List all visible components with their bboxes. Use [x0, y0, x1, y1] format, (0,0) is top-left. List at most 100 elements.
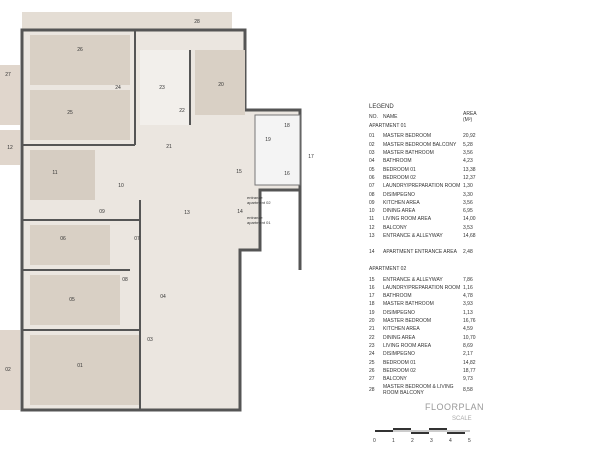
row-no: 28: [369, 387, 375, 394]
room-label-05: 05: [69, 297, 75, 303]
row-no: 17: [369, 293, 375, 300]
row-name: KITCHEN AREA: [383, 199, 420, 206]
scale-tick: 1: [392, 438, 395, 444]
row-area: 3,53: [463, 224, 473, 231]
row-no: 25: [369, 359, 375, 366]
balcony-27: [0, 65, 20, 125]
row-name: LIVING ROOM AREA: [383, 342, 432, 349]
row-name: APARTMENT ENTRANCE AREA: [383, 249, 457, 256]
row-no: 14: [369, 249, 375, 256]
legend-row: 14 APARTMENT ENTRANCE AREA 2,48: [369, 248, 481, 256]
room-label-09: 09: [99, 209, 105, 215]
row-name: DINING AREA: [383, 208, 416, 215]
entrance-02-label: entrance apartment 02: [247, 195, 271, 205]
row-no: 02: [369, 141, 375, 148]
row-area: 14,00: [463, 216, 476, 223]
row-area: 5,28: [463, 141, 473, 148]
row-area: 3,93: [463, 301, 473, 308]
row-name: LAUNDRY/PREPARATION ROOM: [383, 284, 461, 291]
row-no: 15: [369, 276, 375, 283]
row-area: 16,76: [463, 318, 476, 325]
row-area: 18,77: [463, 367, 476, 374]
room-label-20: 20: [218, 82, 224, 88]
balcony-12: [0, 130, 20, 165]
row-no: 18: [369, 301, 375, 308]
row-no: 19: [369, 309, 375, 316]
room-17-18: [254, 114, 301, 186]
row-no: 10: [369, 208, 375, 215]
row-name: ENTRANCE & ALLEYWAY: [383, 233, 443, 239]
row-name: MASTER BEDROOM: [383, 318, 432, 325]
row-no: 06: [369, 174, 375, 181]
row-area: 20,92: [463, 133, 476, 140]
row-area: 4,78: [463, 293, 473, 300]
row-no: 09: [369, 199, 375, 206]
scale-tick: 4: [449, 438, 452, 444]
row-area: 8,58: [463, 387, 473, 394]
room-01: [30, 335, 140, 405]
room-label-16: 16: [284, 171, 290, 177]
room-label-11: 11: [52, 170, 58, 176]
col-area: AREA (M²): [463, 111, 477, 124]
legend-row: 12 BALCONY 3,53: [369, 224, 481, 232]
room-label-19: 19: [265, 137, 271, 143]
row-area: 14,82: [463, 359, 476, 366]
row-name: LAUNDRY/PREPARATION ROOM: [383, 183, 461, 190]
row-name: BALCONY: [383, 224, 407, 231]
scale-bar: [375, 428, 470, 434]
room-label-06: 06: [60, 236, 66, 242]
row-area: 2,48: [463, 249, 473, 256]
row-area: 13,38: [463, 166, 476, 173]
room-label-24: 24: [115, 85, 121, 91]
row-name: DISIMPEGNO: [383, 191, 415, 198]
legend-row: 08 DISIMPEGNO 3,30: [369, 190, 481, 198]
legend-row: 25 BEDROOM 01 14,82: [369, 358, 481, 366]
row-area: 1,30: [463, 183, 473, 190]
row-name: BATHROOM: [383, 158, 412, 165]
scale-tick: 5: [468, 438, 471, 444]
row-no: 01: [369, 133, 375, 140]
room-11: [30, 150, 95, 200]
row-name: MASTER BATHROOM: [383, 150, 434, 157]
room-label-08: 08: [122, 277, 128, 283]
scale-tick: 0: [373, 438, 376, 444]
row-name: MASTER BEDROOM BALCONY: [383, 141, 457, 148]
room-06: [30, 225, 110, 265]
legend-row: 17 BATHROOM 4,78: [369, 292, 481, 300]
row-no: 21: [369, 326, 375, 333]
col-no: NO.: [369, 114, 378, 121]
room-label-14: 14: [237, 209, 243, 215]
row-name: BATHROOM: [383, 293, 412, 300]
row-area: 9,73: [463, 376, 473, 383]
row-no: 08: [369, 191, 375, 198]
row-area: 1,13: [463, 309, 473, 316]
room-label-10: 10: [118, 183, 124, 189]
room-26: [30, 35, 130, 85]
room-20: [195, 50, 245, 115]
row-no: 22: [369, 334, 375, 341]
entrance-01-label: entrance apartment 01: [247, 215, 271, 225]
row-name: BEDROOM 02: [383, 174, 416, 181]
legend-row: 06 BEDROOM 02 12,37: [369, 174, 481, 182]
row-area: 1,16: [463, 284, 473, 291]
row-area: 3,30: [463, 191, 473, 198]
row-no: 12: [369, 224, 375, 231]
row-area: 12,37: [463, 174, 476, 181]
row-name: BEDROOM 01: [383, 359, 416, 366]
